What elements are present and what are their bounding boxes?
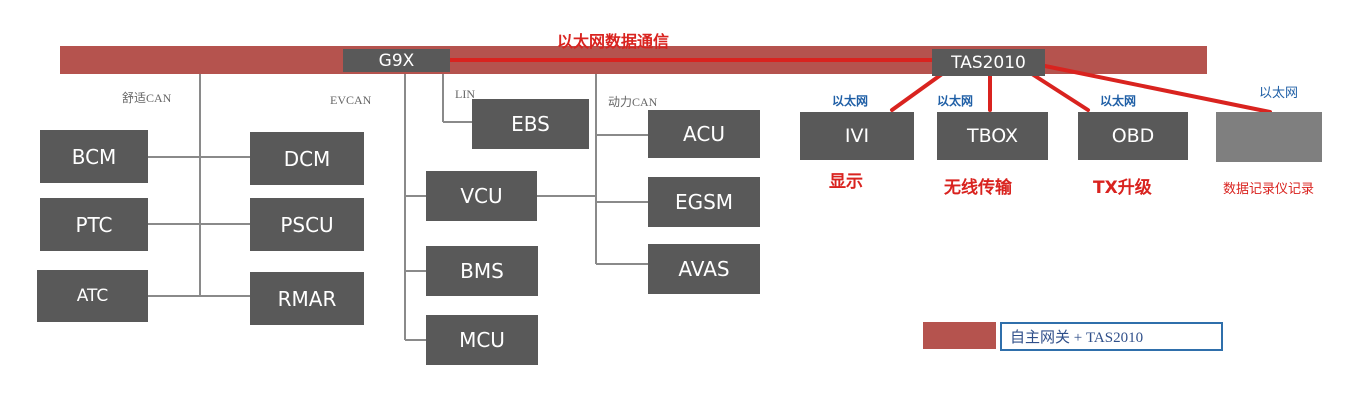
ecu-dcm: DCM (250, 132, 364, 185)
ecu-ptc: PTC (40, 198, 148, 251)
bus-label-comfort-can: 舒适CAN (122, 91, 172, 105)
ecu-pscu: PSCU (250, 198, 364, 251)
node-ivi: IVI (800, 112, 914, 160)
ecu-acu: ACU (648, 110, 760, 158)
ecu-egsm: EGSM (648, 177, 760, 227)
ethernet-title: 以太网数据通信 (557, 32, 670, 51)
bus-label-power-can: 动力CAN (608, 95, 658, 109)
ethernet-recorder-line (1043, 64, 1272, 114)
caption-ivi: 显示 (829, 172, 863, 192)
node-obd: OBD (1078, 112, 1188, 160)
ethernet-label-recorder: 以太网 (1259, 86, 1299, 101)
ethernet-ivi-line (890, 72, 944, 112)
caption-tbox: 无线传输 (944, 178, 1012, 198)
bus-label-evcan: EVCAN (330, 93, 372, 107)
ecu-ebs: EBS (472, 99, 589, 149)
node-tbox: TBOX (937, 112, 1048, 160)
ecu-mcu: MCU (426, 315, 538, 365)
legend-label: 自主网关 + TAS2010 (1000, 322, 1223, 351)
ethernet-obd-line (1030, 72, 1090, 112)
ethernet-label-tbox: 以太网 (937, 94, 974, 108)
ecu-vcu: VCU (426, 171, 537, 221)
ethernet-label-obd: 以太网 (1100, 94, 1137, 108)
gateway-tas2010: TAS2010 (932, 49, 1045, 76)
ecu-atc: ATC (37, 270, 148, 322)
ecu-bms: BMS (426, 246, 538, 296)
ecu-avas: AVAS (648, 244, 760, 294)
ethernet-label-ivi: 以太网 (832, 94, 869, 108)
ecu-rmar: RMAR (250, 272, 364, 325)
bus-label-lin: LIN (455, 87, 475, 101)
caption-recorder: 数据记录仪记录 (1223, 182, 1315, 197)
caption-obd: TX升级 (1093, 178, 1152, 198)
legend-swatch (923, 322, 996, 349)
ecu-bcm: BCM (40, 130, 148, 183)
node-recorder (1216, 112, 1322, 162)
gateway-g9x: G9X (343, 49, 450, 72)
